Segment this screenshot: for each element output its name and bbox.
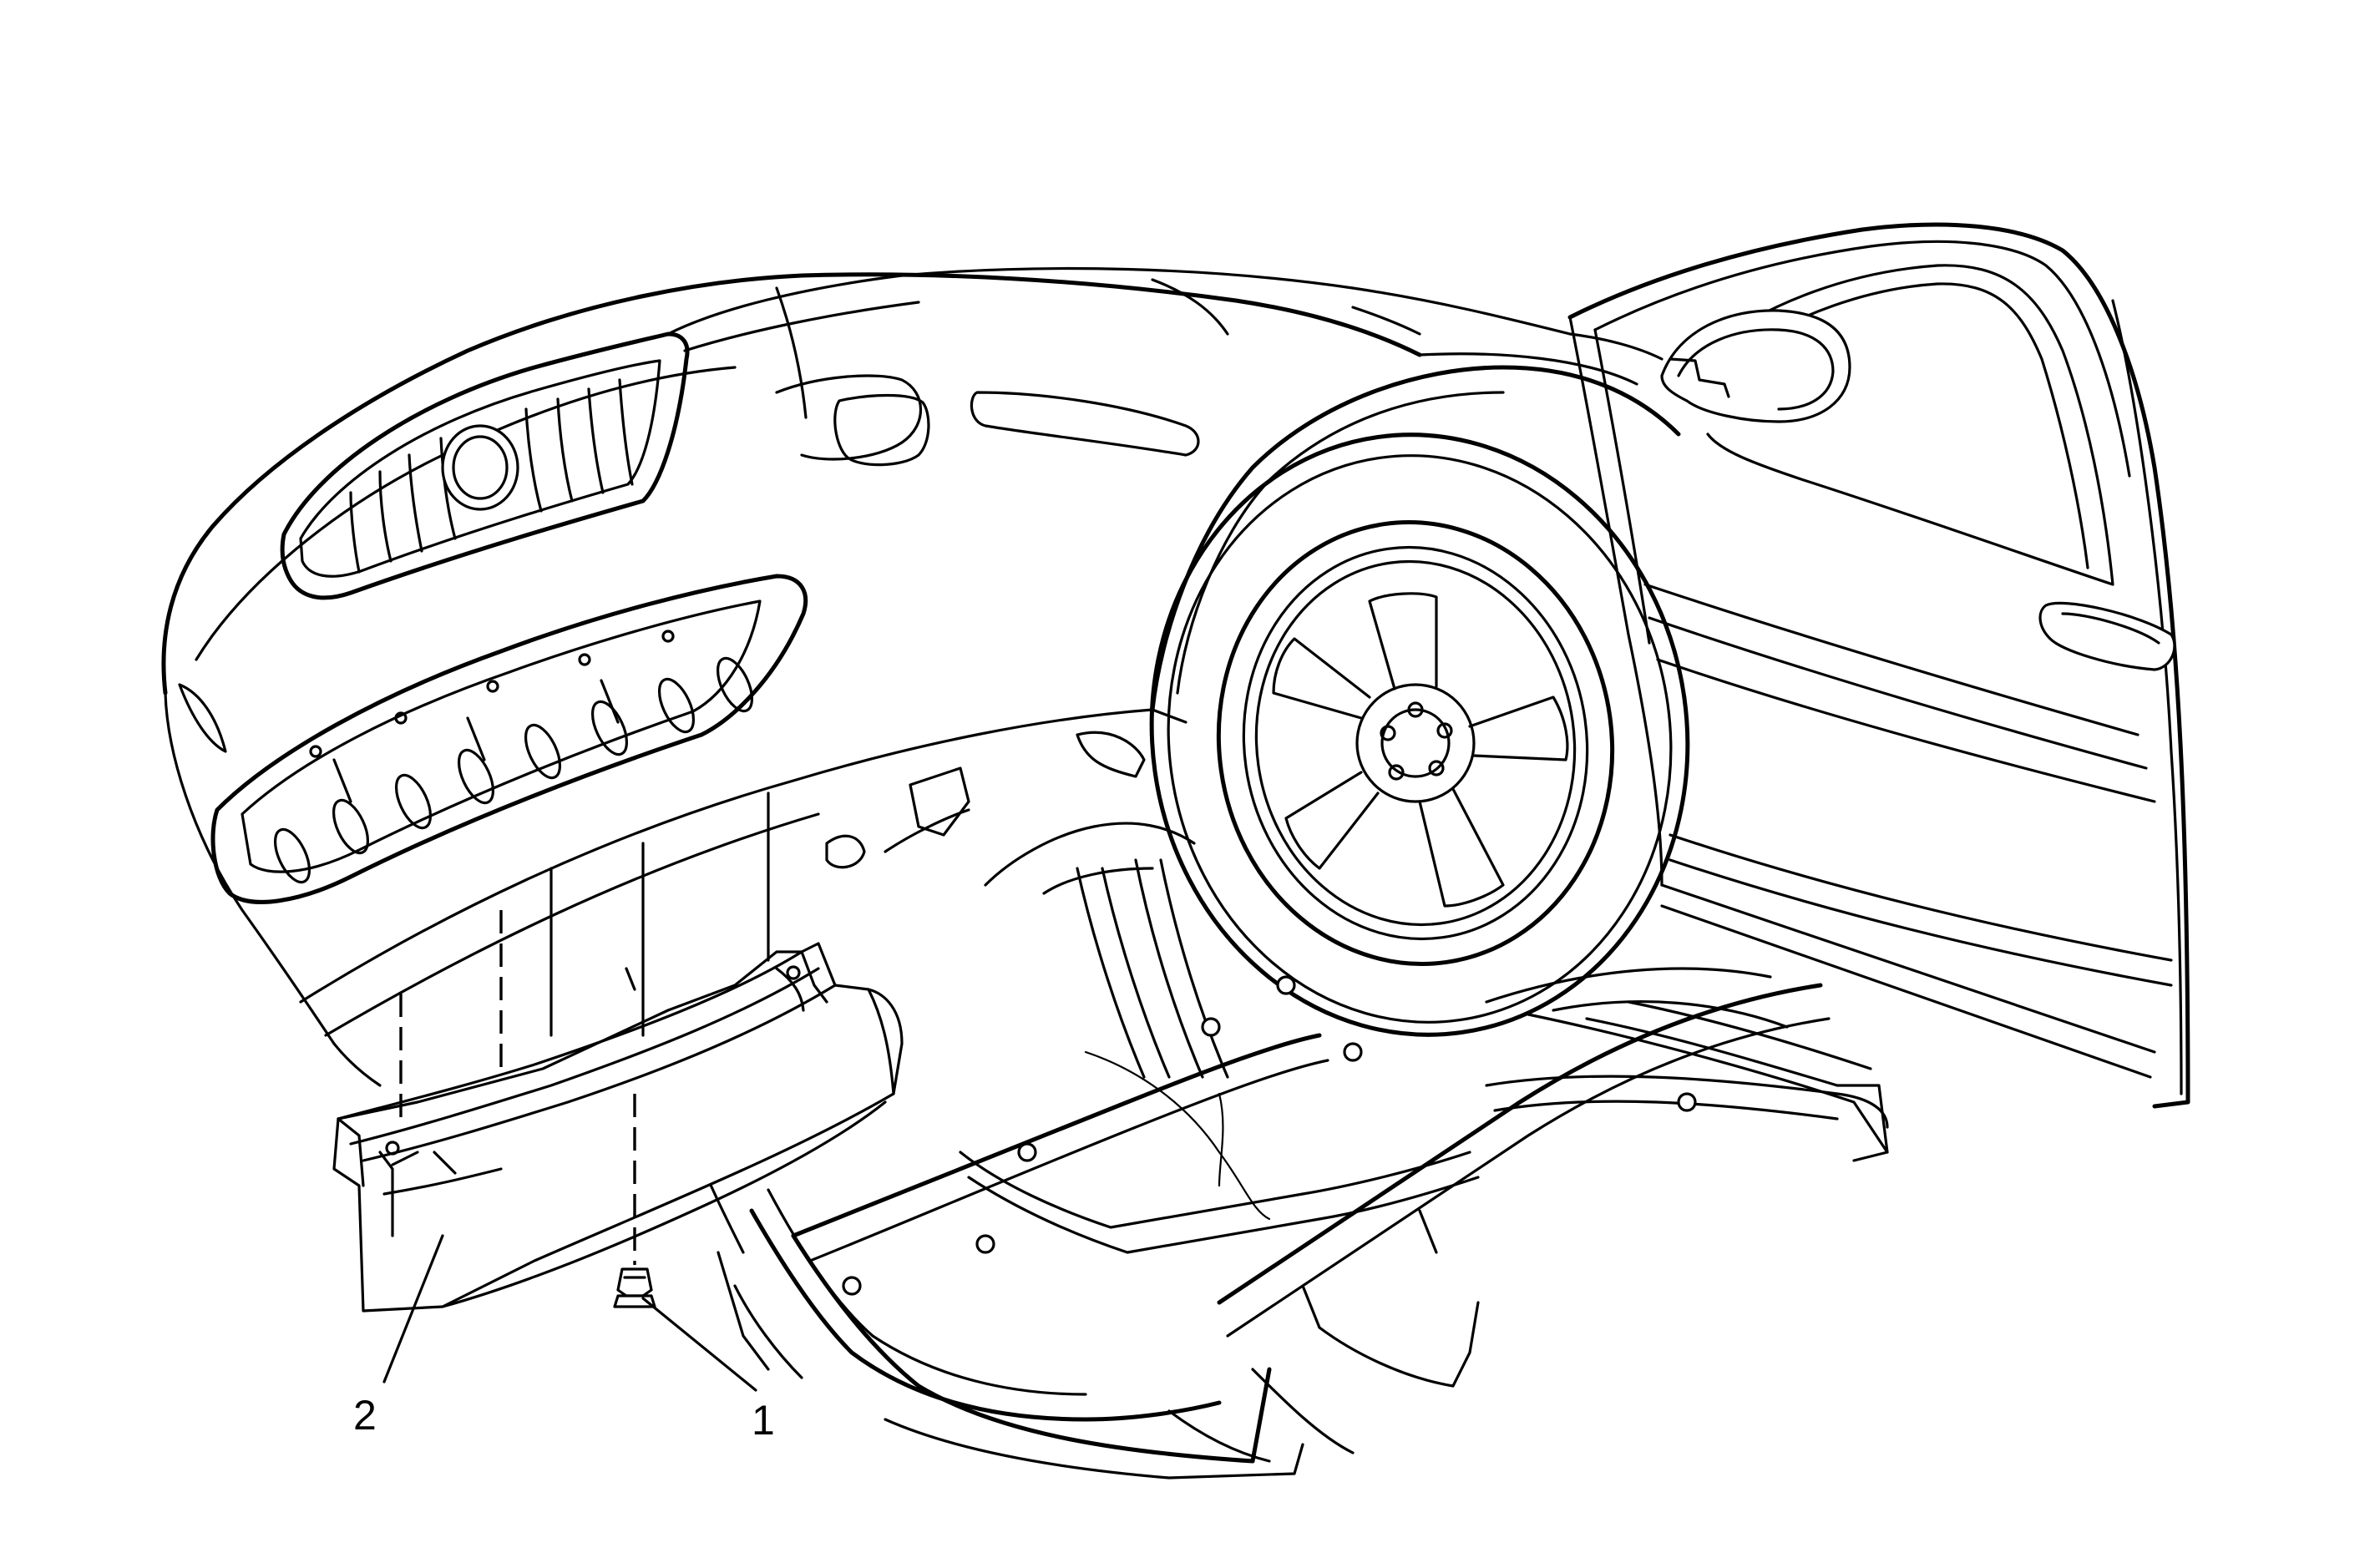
underbody-frame [691, 731, 1889, 1480]
callout-1-leader [641, 1297, 757, 1392]
lower-air-dam [210, 574, 808, 904]
callout-1-label: 1 [752, 1397, 775, 1444]
hood [666, 266, 1572, 419]
headlamp [775, 374, 1200, 467]
callout-2-leader [382, 1234, 444, 1383]
front-door [1567, 222, 2190, 1109]
air-deflector-panel [332, 942, 904, 1313]
front-wheel [1149, 432, 1690, 1037]
grille [280, 331, 690, 600]
installation-guide-lines [399, 792, 770, 1265]
push-pin-fastener [613, 1267, 656, 1308]
front-fascia [161, 272, 1422, 1087]
callout-2-label: 2 [353, 1392, 377, 1439]
callout-leaders [382, 1234, 757, 1392]
